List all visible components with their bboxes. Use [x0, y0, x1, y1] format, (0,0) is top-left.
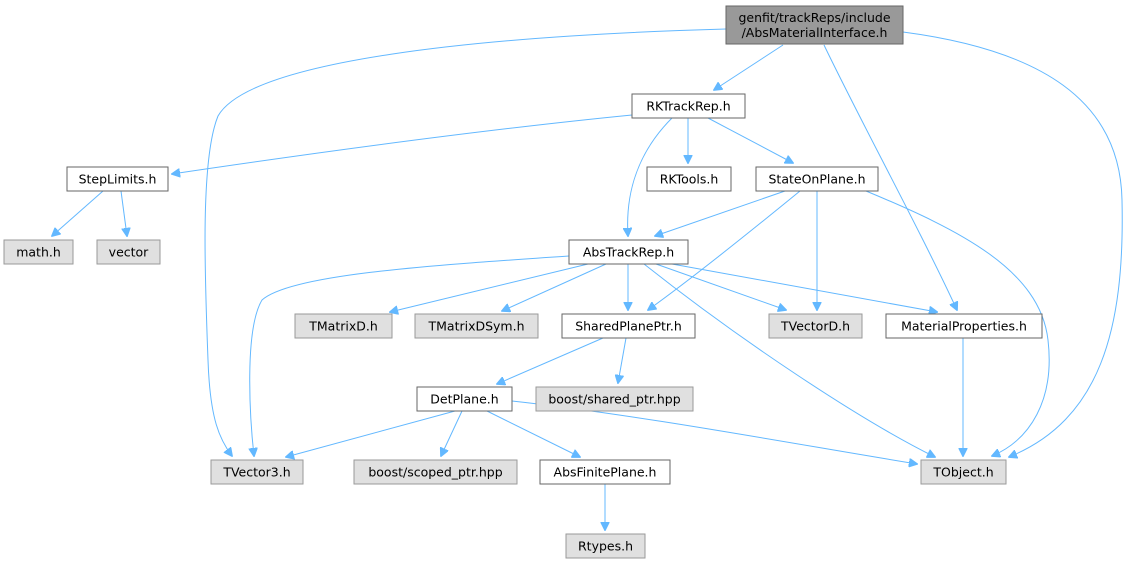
node-box-vector — [96, 239, 161, 265]
node-tvectord: TVectorD.h — [768, 313, 863, 339]
node-box-tvectord — [768, 313, 863, 339]
node-box-tmatrixd — [294, 313, 393, 339]
node-box-abstrackrep — [568, 239, 689, 265]
node-vector: vector — [96, 239, 161, 265]
node-absfiniteplane[interactable]: AbsFinitePlane.h — [539, 459, 671, 485]
node-box-detplane — [416, 386, 513, 412]
node-label-rktrackrep: RKTrackRep.h — [646, 99, 730, 114]
edge-abstrackrep-to-tvectord — [655, 263, 786, 310]
edge-steplimits-to-vector — [120, 190, 127, 236]
node-box-tmatrixdsym — [414, 313, 539, 339]
node-box-rktools — [646, 166, 732, 192]
node-stateonplane[interactable]: StateOnPlane.h — [755, 166, 879, 192]
node-box-boostshared — [535, 386, 694, 412]
node-label-tmatrixd: TMatrixD.h — [308, 319, 378, 334]
edge-detplane-to-boostscoped — [441, 410, 463, 456]
node-label-tvector3: TVector3.h — [222, 465, 290, 480]
node-label-tobject: TObject.h — [932, 465, 993, 480]
node-rtypes: Rtypes.h — [565, 533, 646, 559]
edge-detplane-to-absfiniteplane — [486, 410, 580, 457]
node-label-steplimits: StepLimits.h — [79, 172, 157, 187]
node-box-math — [3, 239, 74, 265]
edge-rktrackrep-to-stateonplane — [707, 117, 793, 163]
node-label-vector: vector — [109, 245, 150, 260]
node-label-math: math.h — [16, 245, 61, 260]
node-label-materialproperties: MaterialProperties.h — [901, 319, 1027, 334]
node-box-rktrackrep — [631, 93, 746, 119]
node-label-root-1: /AbsMaterialInterface.h — [742, 25, 888, 40]
node-boostscoped: boost/scoped_ptr.hpp — [353, 459, 518, 485]
nodes-layer: genfit/trackReps/include/AbsMaterialInte… — [3, 5, 1043, 559]
node-boostshared: boost/shared_ptr.hpp — [535, 386, 694, 412]
node-tmatrixdsym: TMatrixDSym.h — [414, 313, 539, 339]
edge-detplane-to-tvector3 — [286, 410, 456, 457]
node-box-absfiniteplane — [539, 459, 671, 485]
node-detplane[interactable]: DetPlane.h — [416, 386, 513, 412]
node-root[interactable]: genfit/trackReps/include/AbsMaterialInte… — [725, 5, 904, 45]
node-label-boostscoped: boost/scoped_ptr.hpp — [368, 465, 502, 480]
node-box-sharedplaneptr — [561, 313, 696, 339]
edge-abstrackrep-to-tobject — [643, 263, 935, 457]
node-math: math.h — [3, 239, 74, 265]
edge-rktrackrep-to-abstrackrep — [628, 117, 673, 236]
node-label-sharedplaneptr: SharedPlanePtr.h — [575, 319, 682, 334]
node-box-stateonplane — [755, 166, 879, 192]
node-label-rktools: RKTools.h — [660, 172, 719, 187]
node-label-absfiniteplane: AbsFinitePlane.h — [554, 465, 657, 480]
edge-steplimits-to-math — [52, 190, 104, 236]
edge-rktrackrep-to-steplimits — [172, 114, 633, 174]
node-tobject: TObject.h — [920, 459, 1007, 485]
edge-sharedplaneptr-to-boostshared — [618, 337, 627, 383]
node-label-boostshared: boost/shared_ptr.hpp — [548, 392, 680, 407]
edges-layer — [52, 28, 1123, 530]
node-tmatrixd: TMatrixD.h — [294, 313, 393, 339]
edge-stateonplane-to-abstrackrep — [655, 190, 786, 236]
node-rktools[interactable]: RKTools.h — [646, 166, 732, 192]
node-label-abstrackrep: AbsTrackRep.h — [583, 245, 674, 260]
edge-abstrackrep-to-tmatrixdsym — [502, 263, 607, 311]
edge-stateonplane-to-tobject — [865, 190, 1050, 456]
node-box-tobject — [920, 459, 1007, 485]
node-box-rtypes — [565, 533, 646, 559]
edge-root-to-materialproperties — [823, 44, 957, 310]
edge-stateonplane-to-sharedplaneptr — [648, 190, 801, 310]
node-label-root-0: genfit/trackReps/include — [738, 10, 890, 25]
edge-root-to-tvector3 — [204, 28, 727, 456]
node-box-tvector3 — [210, 459, 304, 485]
node-abstrackrep[interactable]: AbsTrackRep.h — [568, 239, 689, 265]
node-label-tmatrixdsym: TMatrixDSym.h — [427, 319, 524, 334]
edge-abstrackrep-to-tvector3 — [250, 255, 570, 456]
node-label-detplane: DetPlane.h — [430, 392, 498, 407]
edge-root-to-rktrackrep — [714, 44, 784, 90]
node-materialproperties[interactable]: MaterialProperties.h — [885, 313, 1043, 339]
node-label-tvectord: TVectorD.h — [780, 319, 850, 334]
node-label-stateonplane: StateOnPlane.h — [768, 172, 865, 187]
node-label-rtypes: Rtypes.h — [578, 539, 633, 554]
edge-abstrackrep-to-tmatrixd — [390, 263, 589, 312]
edge-sharedplaneptr-to-detplane — [497, 337, 604, 384]
node-box-root — [725, 5, 904, 45]
node-rktrackrep[interactable]: RKTrackRep.h — [631, 93, 746, 119]
node-box-boostscoped — [353, 459, 518, 485]
node-tvector3: TVector3.h — [210, 459, 304, 485]
node-box-steplimits — [66, 166, 169, 192]
node-sharedplaneptr[interactable]: SharedPlanePtr.h — [561, 313, 696, 339]
edge-root-to-tobject — [902, 31, 1123, 457]
node-steplimits[interactable]: StepLimits.h — [66, 166, 169, 192]
node-box-materialproperties — [885, 313, 1043, 339]
edge-abstrackrep-to-materialproperties — [671, 263, 937, 312]
